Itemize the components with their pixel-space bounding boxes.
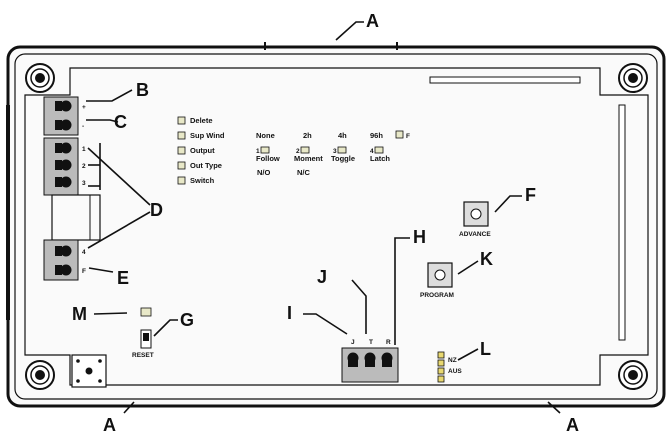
led-label-output: Output [190, 146, 215, 155]
callout-e: E [117, 268, 129, 288]
jumper-label-aus: AUS [448, 368, 462, 375]
led-switch [177, 176, 186, 185]
callout-a-bottom-left: A [103, 415, 116, 435]
advance-label: ADVANCE [459, 231, 491, 238]
screw-bottom-right [618, 360, 648, 390]
switch-mode-no: N/O [257, 168, 271, 177]
mode-num-2: 2 [296, 148, 300, 155]
led-f [395, 130, 404, 139]
terminal-label-4: 4 [82, 249, 86, 256]
mode-num-4: 4 [370, 148, 374, 155]
enclosure-inner [14, 53, 658, 400]
pcb-outline [24, 67, 649, 386]
terminal-label-2: 2 [82, 163, 86, 170]
mode-label-toggle: Toggle [331, 154, 355, 163]
col-2h: 2h [303, 131, 312, 140]
callout-l: L [480, 339, 491, 359]
led-label-sup-wind: Sup Wind [190, 131, 225, 140]
led-mode-3 [337, 146, 347, 154]
program-button[interactable] [427, 262, 453, 288]
terminal-label-minus: - [82, 123, 84, 130]
program-label: PROGRAM [420, 292, 454, 299]
screw-top-left [25, 63, 55, 93]
led-mode-2 [300, 146, 310, 154]
left-side-edge [6, 105, 10, 320]
callout-f: F [525, 185, 536, 205]
mode-num-3: 3 [333, 148, 337, 155]
screw-bottom-left [25, 360, 55, 390]
callout-i: I [287, 303, 292, 323]
terminal-label-3: 3 [82, 180, 86, 187]
terminal-label-plus: + [82, 104, 86, 111]
terminal-block-4f [43, 239, 79, 281]
callout-c: C [114, 112, 127, 132]
terminal-label-1: 1 [82, 146, 86, 153]
mode-label-follow: Follow [256, 154, 280, 163]
terminal-block-power [43, 96, 79, 136]
switch-mode-nc: N/C [297, 168, 311, 177]
screw-top-right [618, 63, 648, 93]
callout-j: J [317, 267, 327, 287]
led-delete [177, 116, 186, 125]
tamper-switch [71, 354, 107, 388]
callout-d: D [150, 200, 163, 220]
callout-b: B [136, 80, 149, 100]
led-label-delete: Delete [190, 116, 213, 125]
callout-a-bottom-right: A [566, 415, 579, 435]
col-f: F [406, 133, 410, 140]
led-column [177, 116, 186, 185]
mode-label-latch: Latch [370, 154, 390, 163]
callout-k: K [480, 249, 493, 269]
led-label-switch: Switch [190, 176, 215, 185]
led-output [177, 146, 186, 155]
col-none: None [256, 131, 275, 140]
reset-switch[interactable] [140, 329, 152, 349]
right-slot [618, 104, 626, 341]
mode-label-moment: Moment [294, 154, 323, 163]
terminal-label-t: T [369, 339, 373, 346]
col-4h: 4h [338, 131, 347, 140]
terminal-block-jtr [341, 347, 399, 383]
status-led [140, 307, 152, 317]
callout-a-top: A [366, 11, 379, 31]
col-96h: 96h [370, 131, 383, 140]
callout-h: H [413, 227, 426, 247]
led-out-type [177, 161, 186, 170]
led-label-out-type: Out Type [190, 161, 222, 170]
advance-button[interactable] [463, 201, 489, 227]
terminal-label-j: J [351, 339, 355, 346]
mode-num-1: 1 [256, 148, 260, 155]
reset-label: RESET [132, 352, 154, 359]
led-mode-4 [374, 146, 384, 154]
callout-m: M [72, 304, 87, 324]
led-mode-1 [260, 146, 270, 154]
callout-lines [86, 21, 561, 414]
callout-g: G [180, 310, 194, 330]
top-slot [429, 76, 581, 84]
jumper-label-nz: NZ [448, 357, 457, 364]
led-sup-wind [177, 131, 186, 140]
terminal-label-f: F [82, 268, 86, 275]
terminal-label-r: R [386, 339, 391, 346]
nz-aus-jumper[interactable] [437, 351, 445, 383]
terminal-block-inputs [43, 137, 79, 196]
